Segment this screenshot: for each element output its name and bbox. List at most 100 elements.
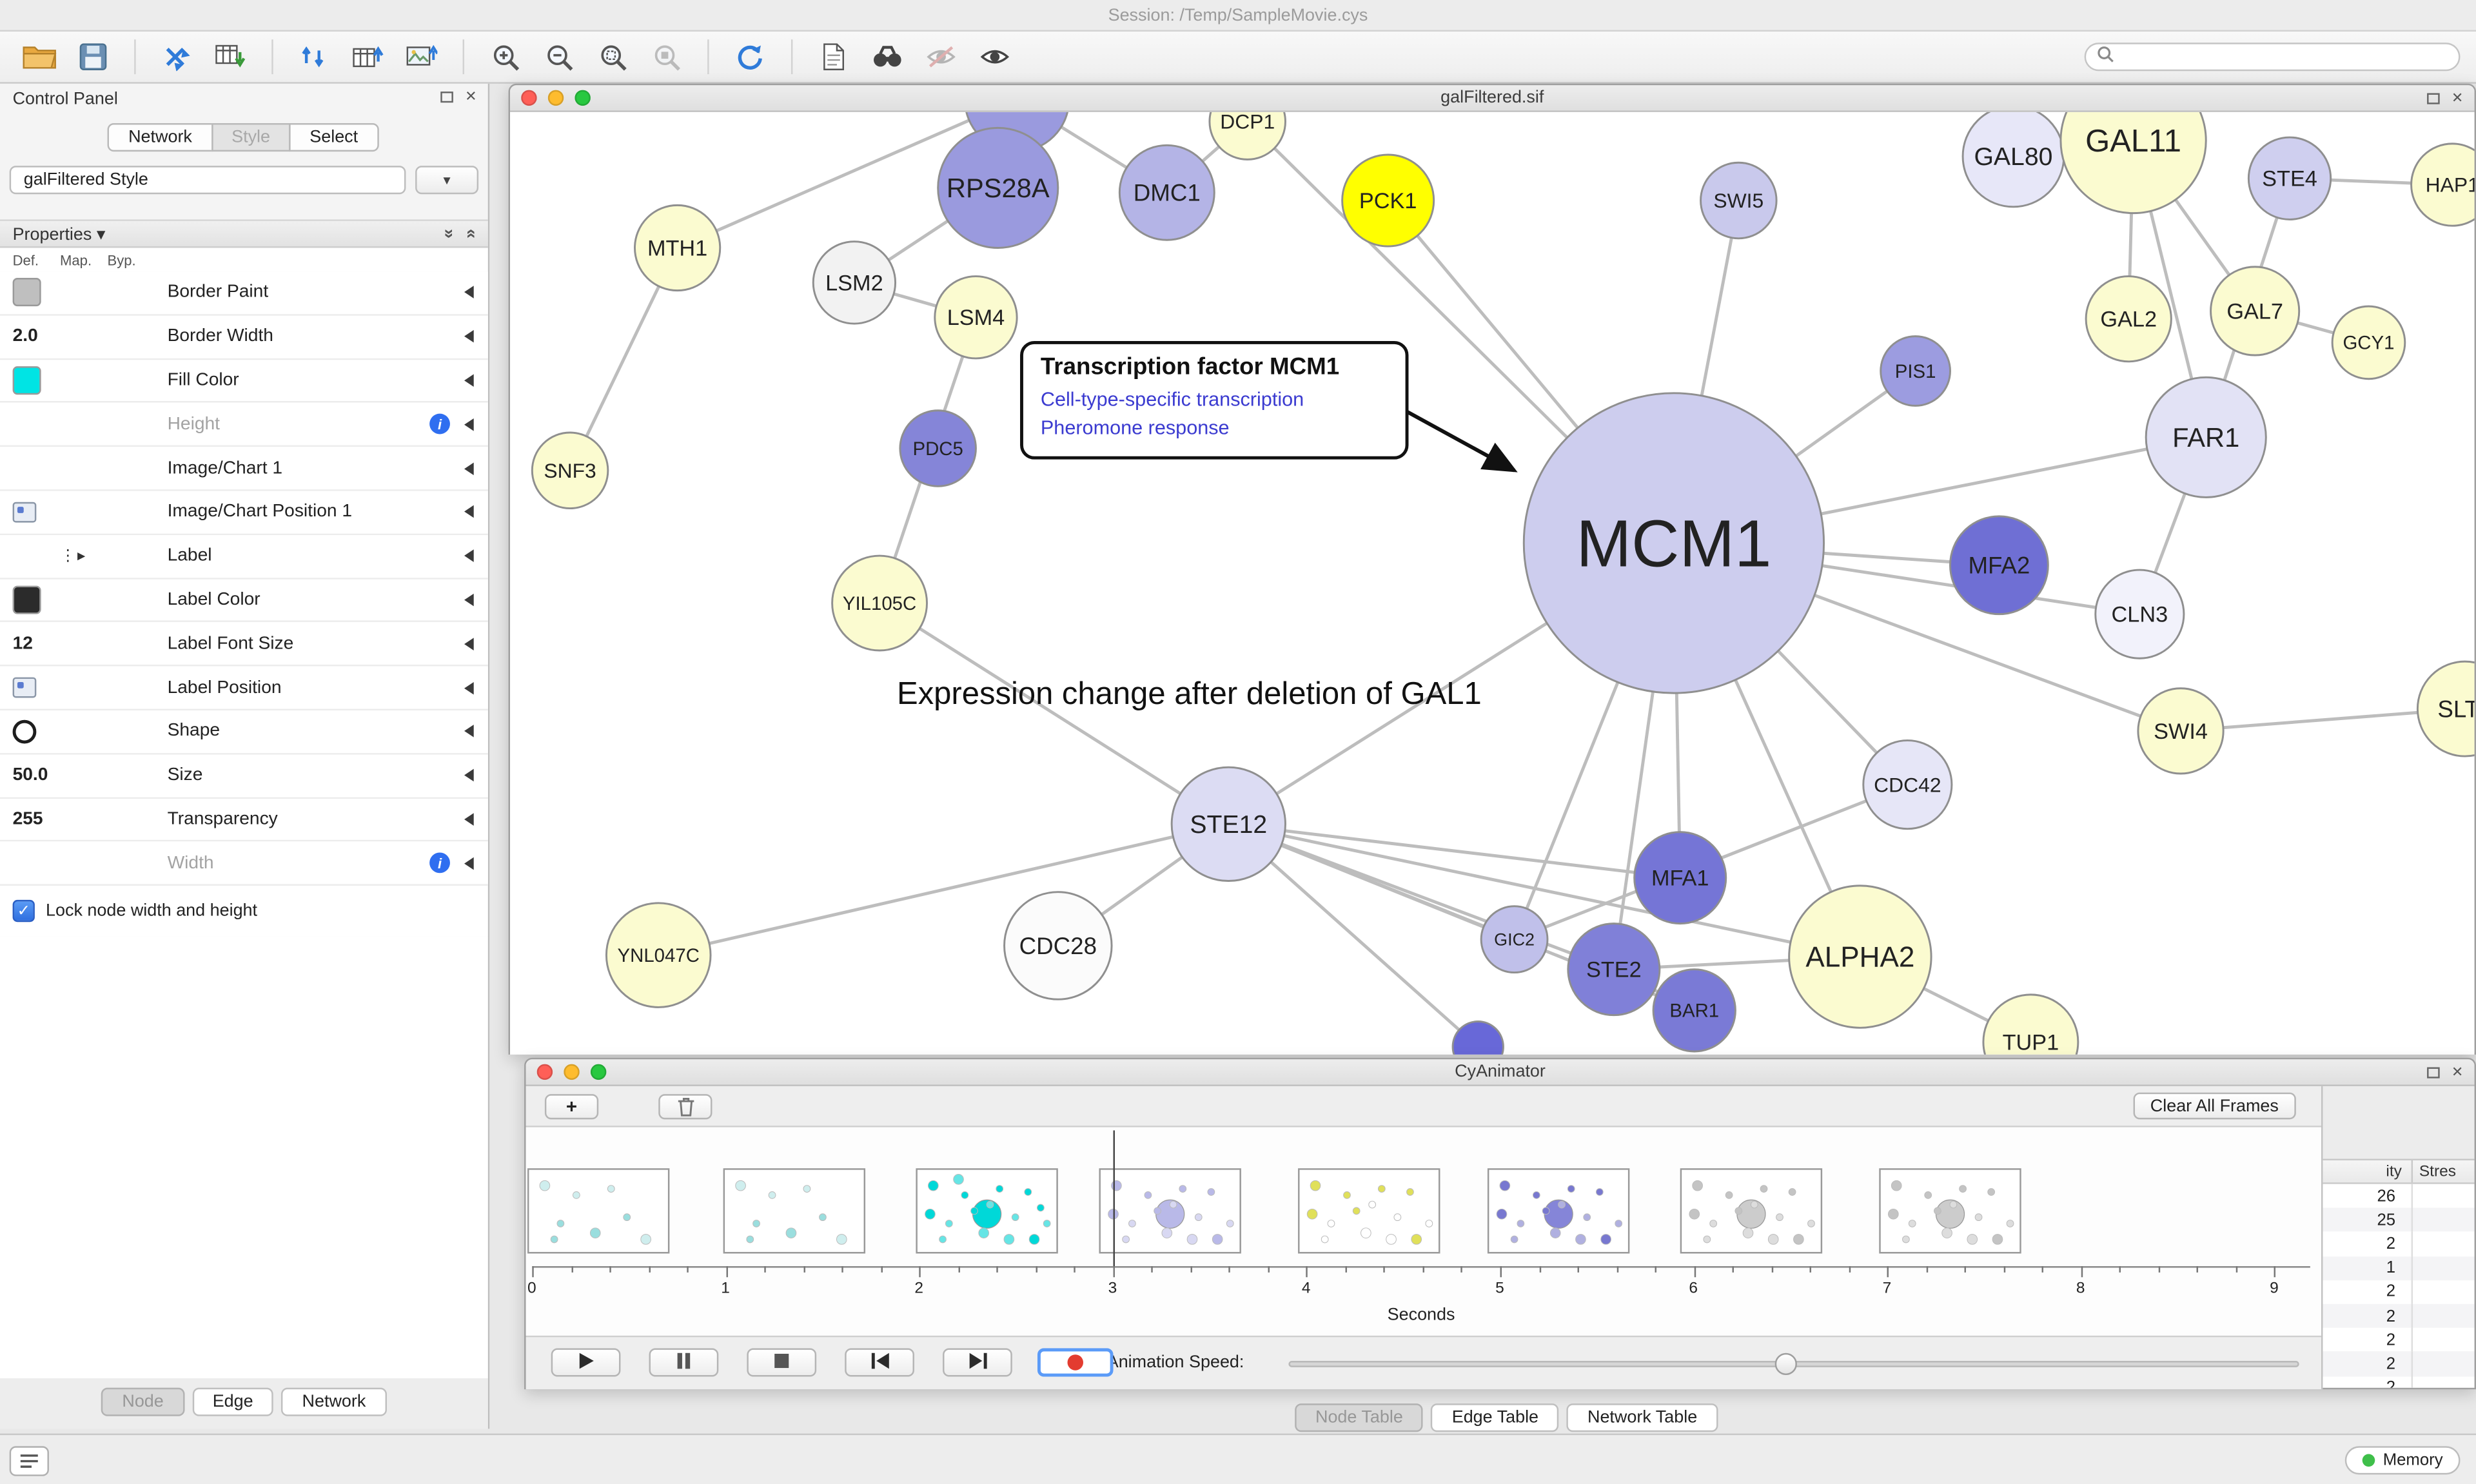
network-node-swi4[interactable]: SWI4 [2137,687,2225,775]
mcm1-annotation[interactable]: Transcription factor MCM1 Cell-type-spec… [1020,340,1409,460]
console-button[interactable] [9,1446,49,1476]
zoom-out-icon[interactable] [535,36,582,77]
table-row[interactable]: 2 [2323,1303,2475,1328]
tab-edge-table[interactable]: Edge Table [1431,1403,1559,1432]
delete-frame-button[interactable] [658,1093,712,1119]
table-row[interactable]: 2 [2323,1280,2475,1304]
table-row[interactable]: 2 [2323,1327,2475,1352]
network-node-snf3[interactable]: SNF3 [531,431,609,510]
close-window-icon[interactable] [536,1064,553,1080]
table-row[interactable]: 26 [2323,1184,2475,1208]
apply-layout-icon[interactable] [727,36,774,77]
expand-row-icon[interactable] [464,418,474,431]
playhead[interactable] [1113,1130,1115,1267]
network-node-lsm4[interactable]: LSM4 [934,275,1018,360]
position-editor-icon[interactable] [12,502,37,523]
network-node-unlabeled[interactable] [1451,1020,1504,1055]
search-input[interactable] [2122,47,2448,66]
zoom-fit-icon[interactable] [589,36,636,77]
default-value[interactable]: 12 [12,634,33,654]
annotation-link-2[interactable]: Pheromone response [1040,416,1230,440]
close-view-icon[interactable]: ✕ [2451,1064,2464,1080]
color-swatch[interactable] [12,366,41,395]
table-row[interactable]: 25 [2323,1207,2475,1233]
network-node-gcy1[interactable]: GCY1 [2331,305,2406,380]
network-node-dcp1[interactable]: DCP1 [1208,112,1286,161]
expand-row-icon[interactable] [464,637,474,650]
import-network-icon[interactable] [153,36,201,77]
close-panel-icon[interactable]: ✕ [465,88,477,104]
skip-back-button[interactable] [845,1348,914,1377]
expand-row-icon[interactable] [464,505,474,519]
collapse-all-icon[interactable]: » [438,228,458,239]
color-swatch[interactable] [12,278,41,308]
table-row[interactable]: 2 [2323,1352,2475,1376]
network-window-titlebar[interactable]: galFiltered.sif ✕ [510,85,2475,112]
slider-knob[interactable] [1774,1352,1796,1376]
frame-thumbnail-2[interactable] [723,1168,866,1254]
tab-network-table[interactable]: Network Table [1567,1403,1718,1432]
network-node-rps28a[interactable]: RPS28A [937,126,1059,249]
network-node-gal80[interactable]: GAL80 [1961,112,2065,208]
current-style-select[interactable]: galFiltered Style [9,166,406,195]
panel-tab-network[interactable]: Network [281,1387,387,1416]
animation-speed-slider[interactable] [1288,1352,2299,1376]
tab-select[interactable]: Select [289,123,378,152]
hide-selected-icon[interactable] [918,36,965,77]
network-node-ste2[interactable]: STE2 [1567,923,1661,1017]
annotation-link-1[interactable]: Cell-type-specific transcription [1040,388,1304,411]
network-node-pdc5[interactable]: PDC5 [899,409,977,487]
table-row[interactable]: 2 [2323,1376,2475,1388]
network-node-pck1[interactable]: PCK1 [1341,153,1435,248]
network-node-far1[interactable]: FAR1 [2145,376,2267,498]
network-node-mcm1[interactable]: MCM1 [1522,392,1825,694]
network-node-lsm2[interactable]: LSM2 [812,240,897,325]
column-header[interactable]: Stres [2411,1160,2475,1183]
export-image-icon[interactable] [398,36,445,77]
frame-thumbnail-3[interactable] [916,1168,1058,1254]
network-node-mfa1[interactable]: MFA1 [1633,831,1727,925]
expand-all-icon[interactable]: » [460,228,480,239]
import-table-icon[interactable] [207,36,254,77]
expand-row-icon[interactable] [464,374,474,387]
close-view-icon[interactable]: ✕ [2451,90,2464,106]
property-row-image-chart-1[interactable]: Image/Chart 1 [0,447,488,491]
mapping-icon[interactable]: ⋮▸ [60,547,87,565]
property-row-image-chart-position-1[interactable]: Image/Chart Position 1 [0,491,488,535]
network-node-hap1[interactable]: HAP1 [2410,142,2475,227]
show-all-icon[interactable] [971,36,1018,77]
export-network-icon[interactable] [291,36,338,77]
network-node-cdc42[interactable]: CDC42 [1862,739,1953,830]
network-node-pis1[interactable]: PIS1 [1880,335,1951,407]
float-window-icon[interactable] [2428,93,2441,104]
table-row[interactable]: 2 [2323,1232,2475,1256]
tab-node-table[interactable]: Node Table [1295,1403,1424,1432]
network-node-ste12[interactable]: STE12 [1170,766,1286,883]
stop-button[interactable] [747,1348,817,1377]
float-panel-icon[interactable] [441,92,454,103]
network-node-gal2[interactable]: GAL2 [2085,275,2172,363]
cyanimator-titlebar[interactable]: CyAnimator ✕ [526,1059,2475,1086]
minimize-window-icon[interactable] [547,90,564,106]
network-node-cdc28[interactable]: CDC28 [1003,891,1113,1001]
default-value[interactable]: 50.0 [12,766,48,785]
lock-size-checkbox[interactable]: ✓ [12,900,35,923]
expand-row-icon[interactable] [464,725,474,738]
default-value[interactable]: 2.0 [12,327,38,346]
expand-row-icon[interactable] [464,286,474,299]
frame-thumbnail-6[interactable] [1487,1168,1630,1254]
expand-row-icon[interactable] [464,330,474,343]
column-header[interactable]: ity [2386,1162,2402,1180]
network-node-alpha2[interactable]: ALPHA2 [1788,884,1932,1029]
panel-tab-node[interactable]: Node [101,1387,184,1416]
record-button[interactable] [1037,1348,1114,1377]
network-node-gal11[interactable]: GAL11 [2059,112,2207,215]
frame-thumbnail-4[interactable] [1099,1168,1241,1254]
expand-row-icon[interactable] [464,462,474,475]
property-row-label[interactable]: ⋮▸Label [0,534,488,579]
network-node-tup1[interactable]: TUP1 [1982,993,2079,1055]
